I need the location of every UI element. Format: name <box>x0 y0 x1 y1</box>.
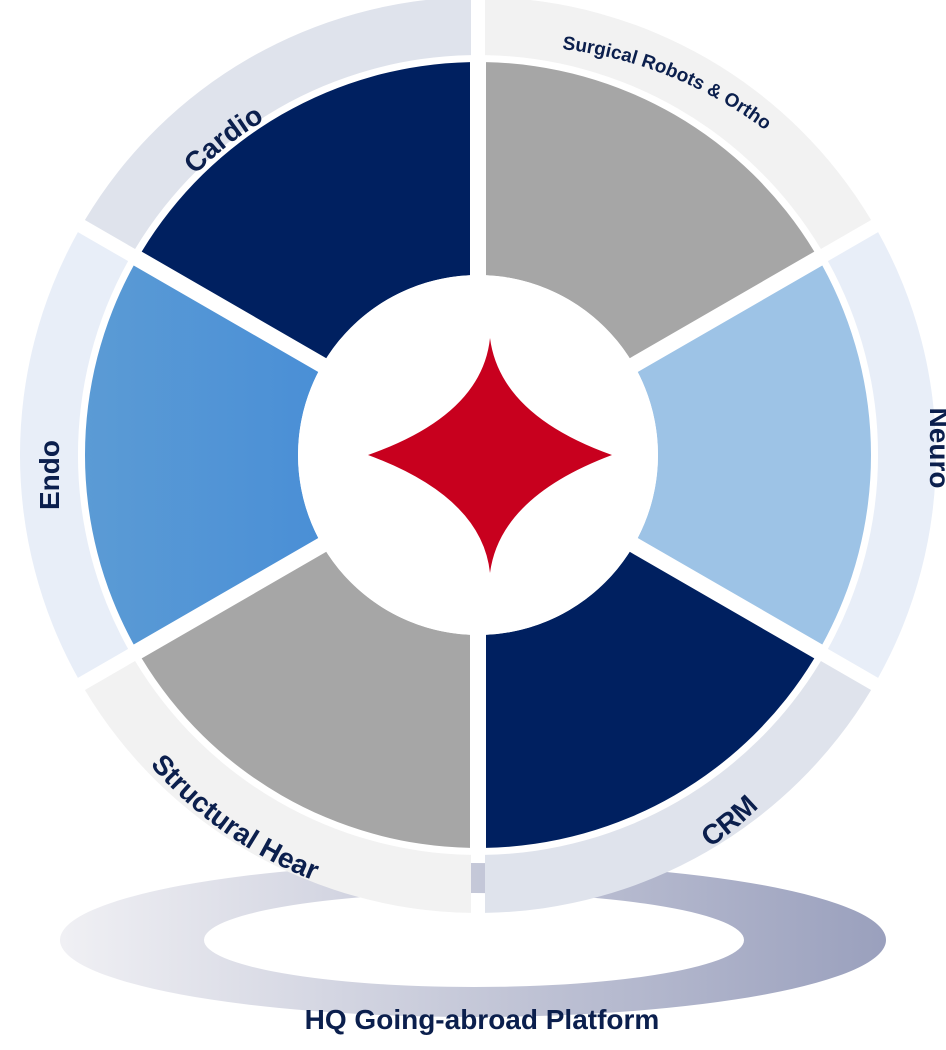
outer-segment-surgical <box>485 0 872 249</box>
outer-segment-cardio <box>84 0 471 249</box>
segment-label-neuro: Neuro <box>924 408 946 489</box>
inner-segment-surgical <box>486 62 815 359</box>
outer-ring <box>19 0 937 913</box>
outer-segment-crm <box>485 661 872 913</box>
outer-segment-neuro <box>827 232 937 678</box>
inner-segment-structural <box>141 551 470 848</box>
platform-base <box>60 863 886 1017</box>
inner-segment-cardio <box>141 62 470 359</box>
outer-segment-structural <box>84 661 472 913</box>
inner-segment-neuro <box>637 265 872 645</box>
inner-segment-endo <box>84 265 319 645</box>
segment-label-endo: Endo <box>34 440 65 510</box>
inner-segment-crm <box>486 551 815 848</box>
center-star-logo <box>368 338 612 573</box>
inner-ring <box>84 62 872 848</box>
outer-segment-endo <box>19 232 129 678</box>
platform-ring <box>60 863 886 1017</box>
platform-label: HQ Going-abroad Platform <box>305 1004 660 1035</box>
